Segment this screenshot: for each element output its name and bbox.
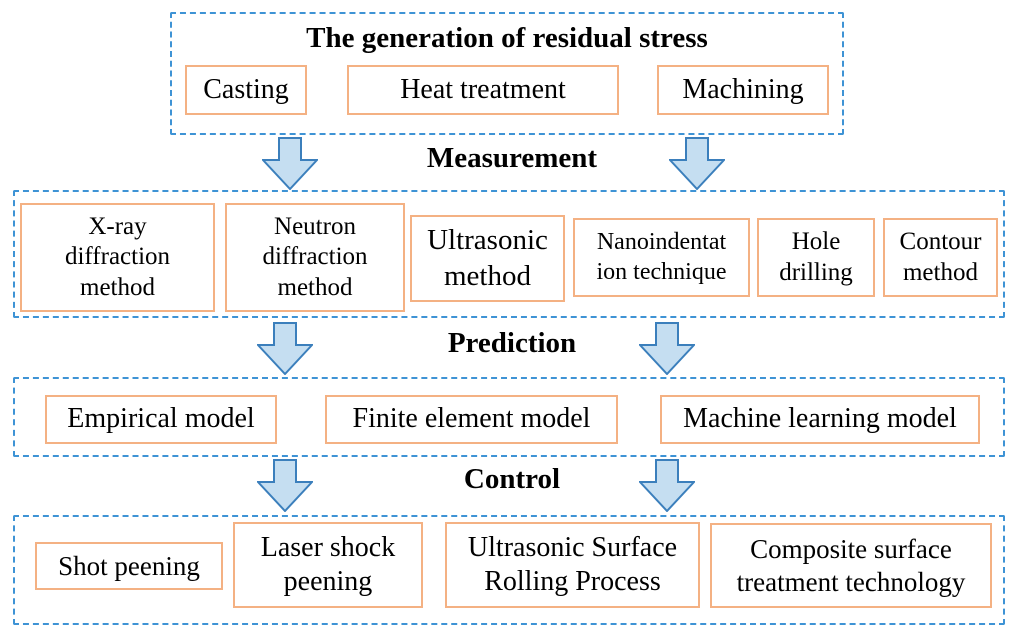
measurement-section-container: X-ray diffraction method Neutron diffrac… bbox=[13, 190, 1005, 318]
down-arrow-icon bbox=[639, 459, 695, 512]
box-neutron-diffraction: Neutron diffraction method bbox=[225, 203, 405, 312]
box-hole-drilling: Hole drilling bbox=[757, 218, 875, 297]
box-contour-method: Contour method bbox=[883, 218, 998, 297]
box-composite-surface-treatment: Composite surface treatment technology bbox=[710, 523, 992, 608]
box-xray-diffraction: X-ray diffraction method bbox=[20, 203, 215, 312]
box-shot-peening: Shot peening bbox=[35, 542, 223, 590]
down-arrow-icon bbox=[262, 137, 318, 190]
prediction-section-label: Prediction bbox=[447, 327, 577, 359]
box-machining: Machining bbox=[657, 65, 829, 115]
control-section-label: Control bbox=[463, 463, 561, 495]
down-arrow-icon bbox=[639, 322, 695, 375]
generation-section-container: The generation of residual stress Castin… bbox=[170, 12, 844, 135]
box-laser-shock-peening: Laser shock peening bbox=[233, 522, 423, 608]
generation-title: The generation of residual stress bbox=[306, 22, 708, 54]
down-arrow-icon bbox=[257, 459, 313, 512]
box-casting: Casting bbox=[185, 65, 307, 115]
box-ultrasonic-surface-rolling: Ultrasonic Surface Rolling Process bbox=[445, 522, 700, 608]
box-machine-learning-model: Machine learning model bbox=[660, 395, 980, 444]
down-arrow-icon bbox=[257, 322, 313, 375]
box-heat-treatment: Heat treatment bbox=[347, 65, 619, 115]
control-section-container: Shot peening Laser shock peening Ultraso… bbox=[13, 515, 1005, 625]
box-nanoindentation: Nanoindentat ion technique bbox=[573, 218, 750, 297]
box-empirical-model: Empirical model bbox=[45, 395, 277, 444]
down-arrow-icon bbox=[669, 137, 725, 190]
measurement-section-label: Measurement bbox=[426, 142, 598, 174]
box-ultrasonic-method: Ultrasonic method bbox=[410, 215, 565, 302]
prediction-section-container: Empirical model Finite element model Mac… bbox=[13, 377, 1005, 457]
box-finite-element-model: Finite element model bbox=[325, 395, 618, 444]
